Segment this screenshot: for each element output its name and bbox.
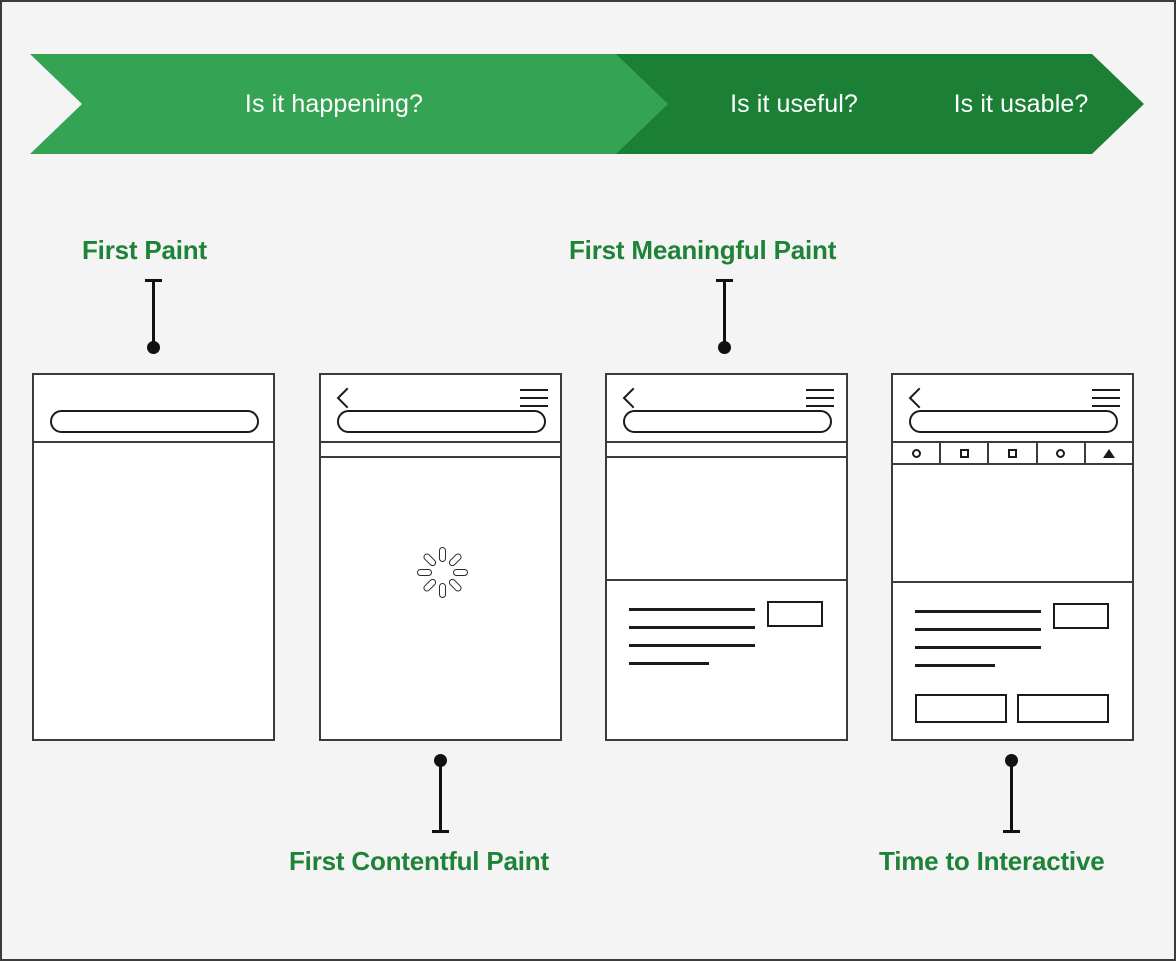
menu-bar [1092, 389, 1120, 391]
panel-body [321, 458, 560, 737]
panel-content-block [607, 581, 846, 735]
action-button-right[interactable] [1017, 694, 1109, 723]
panel-content-block [893, 583, 1132, 736]
url-bar[interactable] [909, 410, 1118, 433]
triangle-icon [1102, 448, 1115, 458]
connector-stem [151, 281, 155, 346]
spinner-dash [421, 576, 438, 593]
chevron-left-icon[interactable] [335, 387, 350, 409]
hamburger-menu-icon[interactable] [520, 389, 548, 407]
phase-chevron-shape [30, 54, 690, 154]
phase-banner: Is it happening? Is it useful? Is it usa… [30, 54, 1144, 154]
phase-chevron-shape [872, 54, 1144, 154]
text-line [915, 628, 1041, 631]
text-line [629, 626, 755, 629]
metric-label-first-paint: First Paint [82, 235, 207, 265]
connector-cap [1002, 830, 1020, 833]
text-line [915, 646, 1041, 649]
chevron-left-icon[interactable] [907, 387, 922, 409]
metric-label-first-meaningful-paint: First Meaningful Paint [569, 235, 837, 265]
spinner-dash [416, 568, 432, 576]
chevron-left-glyph [622, 387, 635, 409]
panel-header [893, 375, 1132, 443]
connector-cap [431, 830, 449, 833]
loading-spinner-icon [414, 544, 470, 600]
spinner-dash [446, 576, 463, 593]
menu-bar [520, 405, 548, 407]
menu-bar [520, 389, 548, 391]
connector-first-contentful-paint [420, 754, 460, 836]
connector-first-paint [133, 279, 173, 355]
chevron-left-glyph [908, 387, 921, 409]
connector-stem [722, 281, 726, 346]
text-line [629, 644, 755, 647]
toolbar-button-4[interactable] [1038, 443, 1086, 463]
panel-header [321, 375, 560, 443]
menu-bar [806, 389, 834, 391]
panel-hero-area [893, 465, 1132, 583]
spinner-dash [446, 551, 463, 568]
wireframe-panel-time-to-interactive [891, 373, 1134, 741]
panel-body [34, 443, 273, 739]
thumbnail-box[interactable] [1053, 603, 1109, 629]
toolbar-button-2[interactable] [941, 443, 990, 463]
menu-bar [806, 397, 834, 399]
connector-cap [144, 279, 162, 282]
thumbnail-box[interactable] [767, 601, 823, 627]
menu-bar [1092, 397, 1120, 399]
panel-hero-area [607, 458, 846, 581]
metric-label-time-to-interactive: Time to Interactive [879, 846, 1105, 876]
menu-bar [806, 405, 834, 407]
connector-dot [146, 341, 160, 354]
action-button-left[interactable] [915, 694, 1007, 723]
text-line [629, 662, 709, 665]
panel-header [607, 375, 846, 443]
circle-icon [911, 448, 921, 458]
hamburger-menu-icon[interactable] [806, 389, 834, 407]
spinner-dash [452, 568, 468, 576]
spinner-dash [438, 582, 446, 598]
text-line [915, 664, 995, 667]
phase-chevron-is-it-usable[interactable]: Is it usable? [872, 54, 1144, 154]
toolbar-button-5[interactable] [1086, 443, 1132, 463]
wireframe-panel-first-paint [32, 373, 275, 741]
connector-stem [438, 760, 442, 832]
panel-strip [321, 443, 560, 458]
toolbar-button-3[interactable] [989, 443, 1038, 463]
hamburger-menu-icon[interactable] [1092, 389, 1120, 407]
square-icon [959, 448, 969, 458]
toolbar-button-1[interactable] [893, 443, 942, 463]
url-bar[interactable] [623, 410, 832, 433]
panel-header [34, 375, 273, 443]
text-line [629, 608, 755, 611]
wireframe-panel-first-meaningful-paint [605, 373, 848, 741]
connector-dot [717, 341, 731, 354]
metric-label-first-contentful-paint: First Contentful Paint [289, 846, 549, 876]
connector-stem [1009, 760, 1013, 832]
chevron-left-icon[interactable] [621, 387, 636, 409]
spinner-dash [421, 551, 438, 568]
wireframe-panel-first-contentful-paint [319, 373, 562, 741]
chevron-left-glyph [336, 387, 349, 409]
phase-chevron-is-it-happening[interactable]: Is it happening? [30, 54, 690, 154]
phase-chevron-shape [616, 54, 946, 154]
panel-toolbar [893, 443, 1132, 465]
menu-bar [520, 397, 548, 399]
connector-cap [715, 279, 733, 282]
spinner-dash [438, 546, 446, 562]
url-bar[interactable] [337, 410, 546, 433]
text-line [915, 610, 1041, 613]
connector-time-to-interactive [991, 754, 1031, 836]
menu-bar [1092, 405, 1120, 407]
connector-first-meaningful-paint [704, 279, 744, 355]
square-icon [1008, 448, 1017, 458]
url-bar[interactable] [50, 410, 259, 433]
panel-strip [607, 443, 846, 458]
circle-icon [1056, 448, 1066, 458]
